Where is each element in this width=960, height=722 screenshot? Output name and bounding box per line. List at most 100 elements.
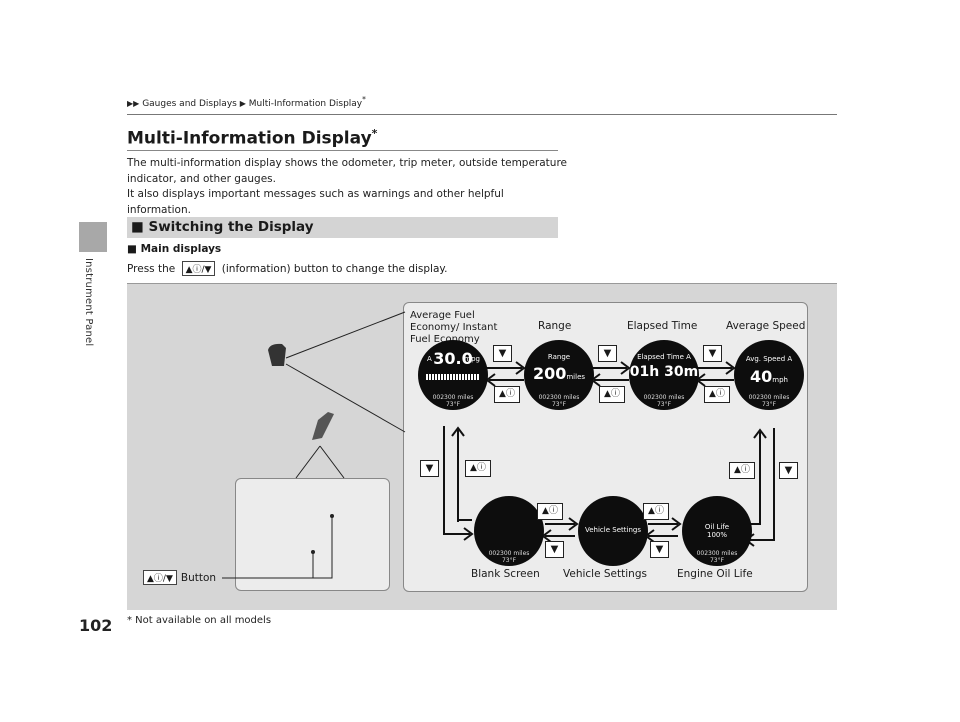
label-range: Range (538, 320, 572, 332)
press-instruction: Press the ▲ⓘ/▼ (information) button to c… (127, 261, 447, 276)
label-blank-screen: Blank Screen (471, 568, 540, 580)
arrow-left-loop-inner (457, 430, 472, 521)
down-button-icon: ▼ (779, 462, 798, 479)
arrow-right-1 (487, 361, 526, 375)
screen-temperature: 73°F (551, 401, 567, 408)
screen-fuel-economy: A 30.0 mpg 002300 miles 73°F (418, 340, 488, 410)
page-title-asterisk: * (371, 127, 378, 140)
button-caption-label: Button (180, 572, 217, 584)
down-button-icon: ▼ (493, 345, 512, 362)
up-info-button-icon: ▲ⓘ (537, 503, 563, 520)
breadcrumb-arrow-icon: ▶ (239, 99, 246, 108)
down-button-icon: ▼ (650, 541, 669, 558)
pointer-line-top (285, 311, 406, 359)
button-caption: ▲ⓘ/▼Button (143, 570, 216, 585)
breadcrumb-item-mid[interactable]: Multi-Information Display (248, 99, 363, 109)
label-average-fuel-economy: Average Fuel Economy/ Instant Fuel Econo… (410, 310, 498, 345)
section-square-icon: ■ (131, 219, 144, 235)
arrow-right-3 (697, 361, 736, 375)
arrow-right-4 (545, 517, 579, 531)
button-leader (312, 516, 333, 579)
instrument-cluster-shape (268, 343, 286, 366)
screen-range-value: 200miles (532, 364, 586, 383)
section-heading: ■ Switching the Display (127, 217, 558, 238)
screen-average-speed: Avg. Speed A 40mph 002300 miles 73°F (734, 340, 804, 410)
footnote: * Not available on all models (127, 615, 272, 626)
label-elapsed-time: Elapsed Time (627, 320, 698, 332)
header-divider (127, 114, 837, 115)
steering-wheel-shape (312, 412, 334, 440)
chapter-label: Instrument Panel (83, 258, 94, 347)
screen-blank: 002300 miles 73°F (474, 496, 544, 566)
inset-line-left (295, 445, 321, 479)
screen-odometer: 002300 miles (488, 550, 530, 557)
sub-heading: ■ Main displays (127, 243, 221, 255)
up-info-button-icon: ▲ⓘ (729, 462, 755, 479)
screen-temperature: 73°F (761, 401, 777, 408)
arrow-left-3 (695, 373, 734, 387)
screen-odometer: 002300 miles (696, 550, 738, 557)
screen-fuel-value: 30.0 (433, 349, 473, 368)
arrow-right-loop-up-head (753, 428, 767, 439)
breadcrumb: ▶▶ Gauges and Displays ▶ Multi-Informati… (127, 95, 366, 109)
down-button-icon: ▼ (703, 345, 722, 362)
pointer-line-bottom (285, 363, 406, 433)
screen-fuel-unit: mpg (464, 355, 480, 363)
page-title-text: Multi-Information Display (127, 128, 372, 149)
sub-heading-square-icon: ■ (127, 243, 137, 255)
down-button-icon: ▼ (420, 460, 439, 477)
title-divider (127, 150, 558, 151)
intro-line-3: It also displays important messages such… (127, 188, 504, 216)
screen-vehicle-settings: Vehicle Settings (578, 496, 648, 566)
down-button-icon: ▼ (598, 345, 617, 362)
up-info-button-icon: ▲ⓘ (494, 386, 520, 403)
breadcrumb-item-gauges[interactable]: Gauges and Displays (142, 99, 237, 109)
press-before: Press the (127, 263, 176, 275)
screen-range: Range 200miles 002300 miles 73°F (524, 340, 594, 410)
sub-heading-text: Main displays (140, 243, 222, 255)
page-title: Multi-Information Display* (127, 127, 377, 149)
screen-elapsed-title: Elapsed Time A (637, 353, 691, 361)
down-button-icon: ▼ (545, 541, 564, 558)
screen-oil-title: Oil Life (704, 523, 730, 531)
up-info-button-icon: ▲ⓘ (643, 503, 669, 520)
screen-oil-value: 100% (706, 531, 727, 539)
screen-elapsed-time: Elapsed Time A 01h 30m 002300 miles 73°F (629, 340, 699, 410)
screen-oil-life: Oil Life 100% 002300 miles 73°F (682, 496, 752, 566)
arrow-left-loop-down (443, 426, 474, 541)
arrow-right-5 (648, 517, 682, 531)
inset-line-right (319, 445, 345, 479)
breadcrumb-arrow-icon: ▶▶ (127, 99, 140, 108)
screen-speed-value: 40mph (750, 367, 788, 386)
screen-vehicle-settings-title: Vehicle Settings (585, 526, 641, 534)
chapter-tab (79, 222, 107, 252)
intro-line-2: indicator, and other gauges. (127, 172, 276, 185)
up-info-button-icon: ▲ⓘ (704, 386, 730, 403)
screen-speed-title: Avg. Speed A (745, 355, 793, 363)
screen-elapsed-value: 01h 30m (629, 364, 699, 380)
arrow-left-2 (590, 373, 629, 387)
screen-odometer: 002300 miles (748, 394, 790, 401)
fuel-bar-graph (426, 374, 480, 380)
screen-letter: A (427, 355, 432, 363)
label-average-speed: Average Speed (726, 320, 806, 332)
info-button-icon: ▲ⓘ/▼ (143, 570, 177, 585)
screen-odometer: 002300 miles (643, 394, 685, 401)
label-engine-oil-life: Engine Oil Life (677, 568, 753, 580)
screen-odometer: 002300 miles (432, 394, 474, 401)
up-info-button-icon: ▲ⓘ (599, 386, 625, 403)
page-number: 102 (79, 616, 113, 635)
info-button-icon: ▲ⓘ/▼ (181, 261, 216, 276)
intro-line-1: The multi-information display shows the … (127, 157, 567, 169)
breadcrumb-asterisk: * (362, 95, 366, 104)
screen-temperature: 73°F (501, 557, 517, 564)
screen-temperature: 73°F (656, 401, 672, 408)
arrow-left-1 (485, 373, 524, 387)
arrow-right-2 (592, 361, 631, 375)
label-vehicle-settings: Vehicle Settings (563, 568, 647, 580)
up-info-button-icon: ▲ⓘ (465, 460, 491, 477)
intro-paragraph: The multi-information display shows the … (127, 156, 567, 218)
press-after: (information) button to change the displ… (221, 263, 448, 275)
screen-temperature: 73°F (445, 401, 461, 408)
